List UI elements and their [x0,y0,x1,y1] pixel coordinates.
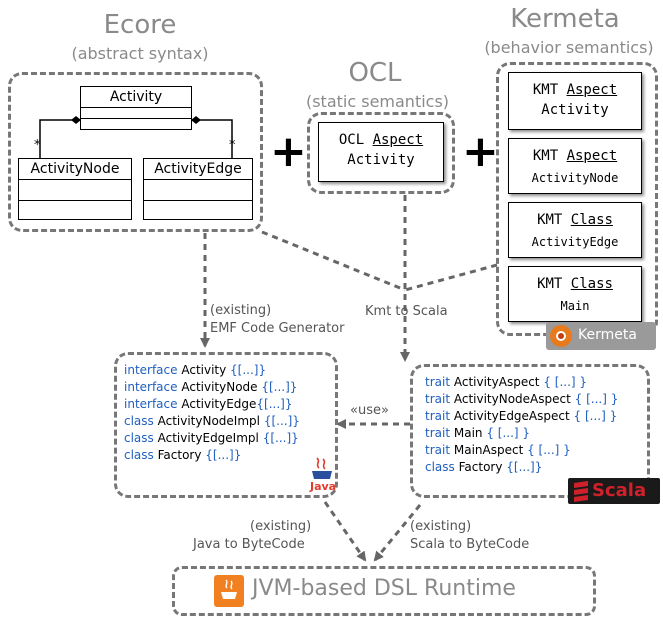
uml-class-activity: Activity [80,86,192,130]
scala-logo-text: Scala [592,480,647,501]
ocl-aspect-box: OCL Aspect Activity [318,122,444,182]
java-runtime-icon [214,575,244,607]
jvm-runtime-container [172,566,596,616]
label-use: «use» [350,403,389,418]
line-ecore-to-scala [261,230,406,292]
ecore-container [8,72,263,232]
jvm-runtime-label: JVM-based DSL Runtime [252,576,516,601]
scala-code-container [410,364,650,498]
uml-class-activity-name: Activity [81,87,191,108]
ocl-title: OCL [348,58,402,88]
uml-class-activityedge: ActivityEdge [143,158,253,220]
kmt-box-kind: Aspect [566,82,618,98]
ecore-title: Ecore [103,10,177,40]
scala-stairs-icon [574,481,588,502]
label-kmt-to-scala: Kmt to Scala [365,304,448,319]
java-code-line: class ActivityNodeImpl {[...]} [124,414,300,428]
java-code-line: class Factory {[...]} [124,448,242,462]
kmt-box-kind: Class [570,212,613,228]
kmt-box-activityedge: KMT Class ActivityEdge [508,202,642,258]
arrow-java-to-bytecode [323,501,367,562]
uml-class-activityedge-name: ActivityEdge [144,159,252,180]
java-code-line: interface ActivityNode {[...]} [124,380,298,394]
kmt-box-kind: Aspect [566,148,618,164]
ocl-box-kind: Aspect [372,132,424,148]
java-code-lines: interface Activity {[...]} interface Act… [124,362,300,464]
scala-logo: Scala [568,478,660,504]
label-java-existing: (existing) [250,519,312,534]
kmt-box-name: ActivityNode [531,171,619,185]
kermeta-logo: Kermeta [546,322,656,350]
uml-class-activitynode: ActivityNode [18,158,132,220]
ocl-subtitle: (static semantics) [305,92,450,111]
uml-class-activitynode-name: ActivityNode [19,159,131,180]
java-cup-icon [221,579,237,599]
label-java-to-bytecode: Java to ByteCode [193,537,305,552]
kmt-box-activity: KMT Aspect Activity [508,72,642,130]
label-emf-generator: EMF Code Generator [210,321,345,336]
scala-code-line: class Factory {[...]} [425,460,543,474]
ocl-box-name: Activity [347,152,415,168]
kmt-box-name: Main [560,299,590,313]
java-logo: Java [308,456,336,494]
ocl-box-prefix: OCL [338,132,373,148]
kmt-box-kind: Class [570,276,613,292]
java-code-line: interface Activity {[...]} [124,363,267,377]
label-scala-to-bytecode: Scala to ByteCode [410,537,530,552]
kmt-box-name: ActivityEdge [531,235,619,249]
java-cup-icon [312,457,332,479]
ocl-container [307,112,455,194]
arrow-scala-to-bytecode [373,504,422,562]
label-scala-existing: (existing) [410,519,472,534]
java-code-line: class ActivityEdgeImpl {[...]} [124,431,299,445]
line-kermeta-to-scala [404,263,498,292]
kermeta-logo-icon [550,325,572,347]
kmt-box-prefix: KMT [532,82,567,98]
ecore-subtitle: (abstract syntax) [71,44,209,63]
scala-code-lines: trait ActivityAspect { [...] } trait Act… [425,374,618,476]
kmt-box-prefix: KMT [537,276,571,292]
kmt-box-prefix: KMT [532,148,567,164]
scala-code-line: trait ActivityAspect { [...] } [425,375,588,389]
scala-code-line: trait ActivityEdgeAspect { [...] } [425,409,618,423]
kermeta-title: Kermeta [510,4,620,34]
kermeta-logo-text: Kermeta [578,327,637,343]
kermeta-subtitle: (behavior semantics) [484,38,654,57]
plus-sign-2: + [462,126,499,177]
kmt-box-main: KMT Class Main [508,266,642,322]
scala-code-line: trait ActivityNodeAspect { [...] } [425,392,619,406]
uml-associations [39,119,233,158]
kmt-box-activitynode: KMT Aspect ActivityNode [508,138,642,194]
scala-code-line: trait MainAspect { [...] } [425,443,571,457]
label-emf-existing: (existing) [210,303,272,318]
scala-code-line: trait Main { [...] } [425,426,531,440]
kmt-box-prefix: KMT [537,212,571,228]
java-code-container [114,352,338,498]
multiplicity-left: * [34,138,41,153]
java-code-line: interface ActivityEdge{[...]} [124,397,293,411]
kmt-box-name: Activity [541,102,609,118]
plus-sign-1: + [270,126,307,177]
java-logo-text: Java [310,480,337,493]
